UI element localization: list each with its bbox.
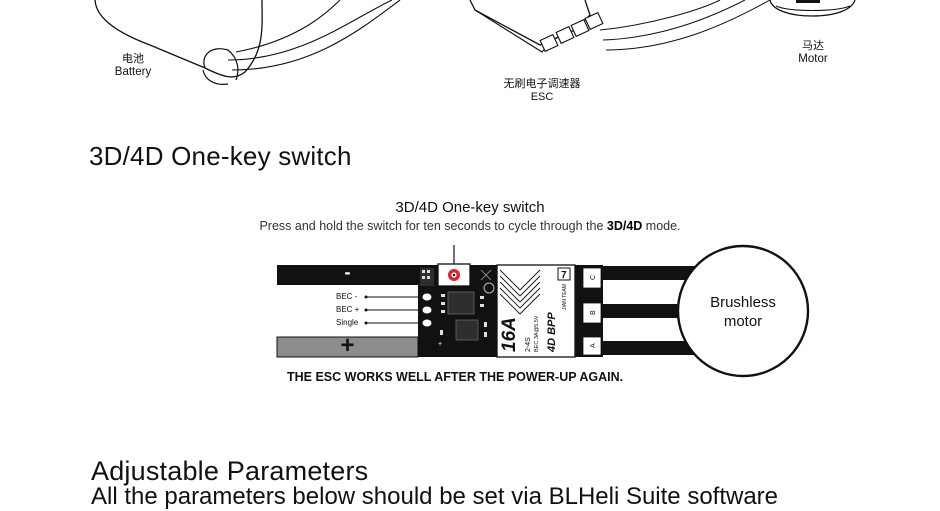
esc-label: 无刷电子调速器 ESC	[490, 78, 594, 104]
esc-board-diagram: + 7 16A 2-4S BEC 3A@5.5V 4D BPP JIAN TEA…	[276, 244, 810, 378]
motor-text-line1: Brushless	[710, 294, 776, 311]
phase-label-b: B	[590, 310, 597, 315]
phase-label-a: A	[590, 343, 597, 348]
phase-wire-b	[603, 304, 679, 318]
battery-label-en: Battery	[114, 66, 152, 78]
esc-label-en: ESC	[530, 91, 554, 103]
switch-instruction: Press and hold the switch for ten second…	[0, 219, 940, 233]
battery-cap	[203, 48, 239, 81]
battery-wire	[231, 0, 401, 71]
brushless-motor-circle	[676, 244, 810, 378]
board-bec: BEC 3A@5.5V	[534, 315, 540, 352]
instruction-text: Press and hold the switch for ten second…	[259, 219, 607, 233]
parameters-intro-text: All the parameters below should be set v…	[91, 483, 779, 510]
board-cells: 2-4S	[525, 337, 532, 352]
esc-body	[469, 0, 591, 46]
motor-label-cn: 马达	[802, 40, 824, 52]
chevron-pattern-icon	[499, 269, 541, 315]
battery-label-cn: 电池	[122, 53, 144, 65]
instruction-text-end: mode.	[642, 219, 681, 233]
instruction-mode: 3D/4D	[606, 219, 643, 233]
motor-wire	[599, 0, 721, 31]
plus-sign: +	[340, 332, 355, 359]
phase-label-c: C	[590, 275, 597, 280]
motor-wire	[602, 0, 746, 41]
footer-note: THE ESC WORKS WELL AFTER THE POWER-UP AG…	[287, 370, 624, 384]
battery-label: 电池 Battery	[103, 53, 163, 79]
motor-label: 马达 Motor	[783, 40, 843, 66]
svg-text:+: +	[438, 341, 442, 348]
esc-label-cn: 无刷电子调速器	[503, 78, 581, 90]
phase-wire-a	[603, 341, 695, 355]
board-rating: 16A	[499, 317, 520, 352]
board-brand: 4D BPP	[546, 312, 558, 353]
battery-shape	[94, 0, 263, 78]
motor-wire	[605, 0, 771, 51]
motor-circle-label: Brushless motor	[678, 293, 808, 331]
diagram-title: 3D/4D One-key switch	[395, 199, 545, 216]
signal-pads	[421, 292, 433, 328]
section-heading-3d4d: 3D/4D One-key switch	[89, 141, 352, 171]
section-heading-parameters: Adjustable Parameters	[91, 456, 369, 486]
motor-shape	[769, 0, 856, 17]
battery-wire	[227, 0, 393, 61]
negative-pad	[277, 265, 418, 285]
motor-label-en: Motor	[798, 53, 828, 65]
minus-sign: -	[344, 262, 351, 282]
esc-connectors	[539, 11, 604, 53]
pin-label-signal: Single	[336, 318, 359, 327]
brand-logo-icon	[557, 267, 571, 281]
svg-text:7: 7	[561, 270, 567, 281]
pin-label-bec-plus: BEC +	[336, 305, 360, 314]
top-wiring-diagram	[94, 0, 856, 85]
pin-label-bec-minus: BEC -	[336, 292, 358, 301]
motor-text-line2: motor	[723, 313, 763, 330]
phase-wire-c	[603, 266, 695, 280]
svg-text:JIAN TEAM: JIAN TEAM	[562, 284, 568, 310]
